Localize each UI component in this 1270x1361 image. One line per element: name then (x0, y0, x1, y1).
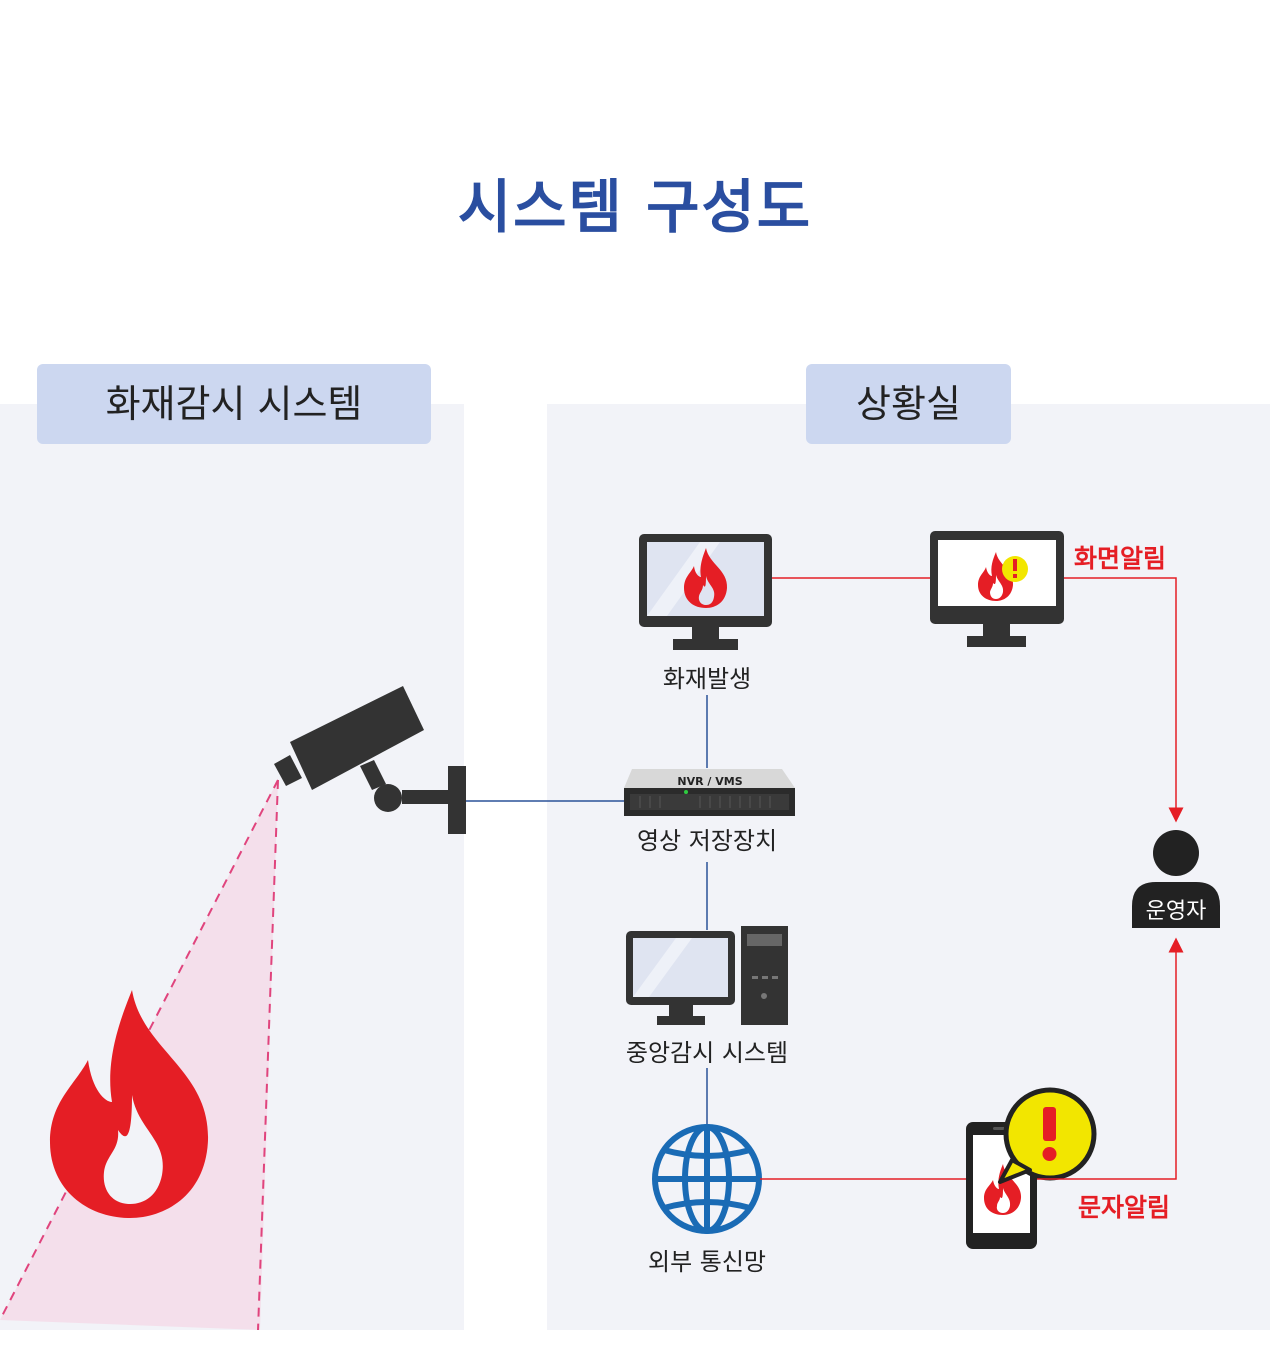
nvr-device-icon (624, 769, 795, 816)
monitor-alert-icon (930, 531, 1064, 647)
network-label: 외부 통신망 (647, 1248, 767, 1276)
sms-alert-label: 문자알림 (1078, 1193, 1171, 1222)
globe-icon (652, 1124, 762, 1234)
fire-monitor-label: 화재발생 (662, 665, 752, 693)
operator-icon (1132, 830, 1220, 928)
central-computer-icon (626, 926, 788, 1025)
page-title: 시스템 구성도 (457, 173, 813, 241)
monitor-fire-icon (639, 534, 772, 650)
cctv-camera-icon (274, 686, 466, 834)
operator-label: 운영자 (1145, 899, 1207, 924)
screen-alert-label: 화면알림 (1074, 544, 1167, 573)
section-tag-control-room: 상황실 (806, 364, 1011, 444)
link-sms-alert-operator (1037, 937, 1184, 1180)
storage-label: 영상 저장장치 (636, 827, 778, 855)
central-system-label: 중앙감시 시스템 (625, 1039, 789, 1067)
section-tag-fire-monitoring: 화재감시 시스템 (37, 364, 431, 444)
nvr-device-label: NVR / VMS (677, 775, 743, 788)
fire-icon (50, 990, 209, 1218)
phone-alert-icon (966, 1087, 1097, 1249)
link-screen-alert-operator (1064, 577, 1184, 823)
view-cone-edge-left (0, 779, 279, 1321)
view-cone-edge-right (257, 779, 279, 1331)
